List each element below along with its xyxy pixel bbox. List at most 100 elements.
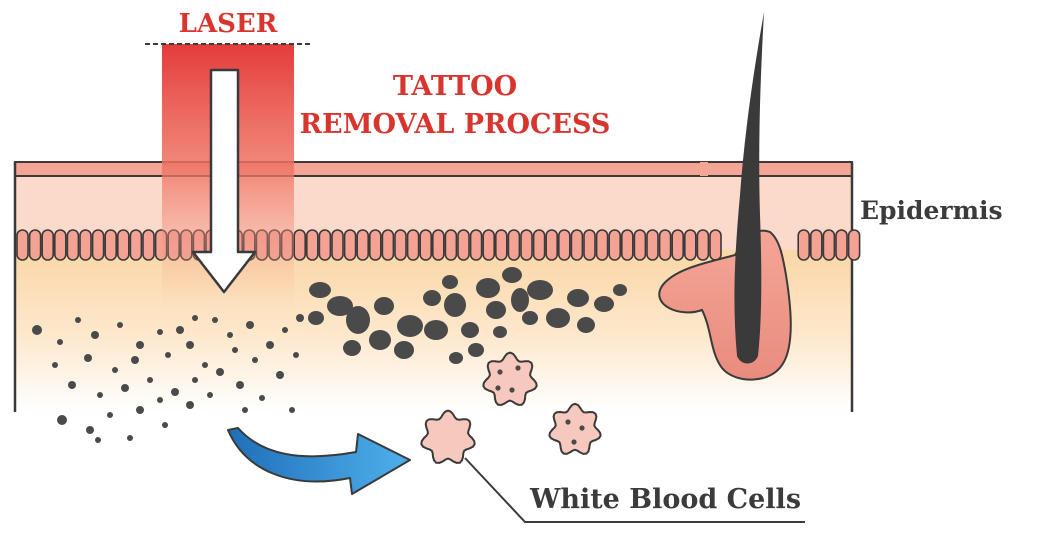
basal-cell bbox=[129, 229, 143, 261]
basal-cell bbox=[658, 229, 672, 261]
ink-particle bbox=[186, 401, 194, 409]
white-blood-cell-icon bbox=[420, 409, 476, 464]
basal-cell bbox=[595, 229, 609, 261]
basal-cell bbox=[809, 229, 823, 261]
ink-particle bbox=[91, 331, 99, 339]
ink-particle bbox=[212, 317, 218, 323]
ink-particle bbox=[202, 362, 208, 368]
ink-particle bbox=[136, 406, 144, 414]
cell-ink-dot bbox=[509, 387, 515, 393]
ink-particle-large bbox=[397, 315, 423, 337]
white-blood-cells bbox=[420, 351, 602, 464]
ink-particle bbox=[266, 341, 274, 349]
ink-particle-large bbox=[369, 330, 391, 350]
ink-particle bbox=[216, 368, 224, 376]
ink-particle-large bbox=[444, 293, 466, 317]
basal-cell bbox=[406, 229, 420, 261]
ink-particle bbox=[171, 388, 179, 396]
ink-particle bbox=[127, 435, 133, 441]
ink-particle-large bbox=[522, 311, 538, 325]
basal-cell bbox=[356, 229, 370, 261]
ink-particle bbox=[117, 322, 123, 328]
cell-ink-dot bbox=[495, 385, 501, 391]
basal-cell bbox=[117, 229, 130, 261]
basal-cell bbox=[583, 229, 596, 261]
basal-cell bbox=[457, 229, 470, 261]
cell-ink-dot bbox=[579, 425, 585, 431]
basal-cell bbox=[41, 229, 55, 261]
basal-cell bbox=[507, 229, 521, 261]
ink-particle bbox=[68, 381, 76, 389]
wbc-label: White Blood Cells bbox=[529, 484, 801, 515]
ink-particle-large bbox=[613, 284, 627, 296]
basal-cell bbox=[709, 229, 722, 261]
ink-particle bbox=[86, 426, 94, 434]
ink-particle-large bbox=[394, 341, 414, 359]
basal-cell bbox=[305, 229, 319, 261]
basal-cell bbox=[16, 229, 29, 261]
basal-cell bbox=[557, 229, 571, 261]
basal-cell bbox=[444, 229, 458, 261]
basal-cell bbox=[91, 229, 105, 261]
basal-cell bbox=[696, 229, 710, 261]
ink-particle bbox=[207, 392, 213, 398]
ink-particle bbox=[157, 329, 163, 335]
basal-cell bbox=[318, 229, 332, 261]
tattoo-ink-particles bbox=[32, 267, 627, 443]
laser-beam bbox=[145, 43, 310, 306]
down-arrow-icon bbox=[191, 68, 257, 294]
curved-arrow-icon bbox=[227, 427, 411, 495]
ink-particle-large bbox=[449, 352, 463, 364]
basal-cell bbox=[797, 229, 811, 261]
basal-cell bbox=[419, 229, 433, 261]
ink-particle bbox=[227, 332, 233, 338]
basal-cell bbox=[671, 229, 685, 261]
ink-particle-large bbox=[468, 343, 484, 357]
ink-particle bbox=[112, 367, 118, 373]
ink-particle bbox=[246, 321, 254, 329]
ink-particle bbox=[162, 422, 168, 428]
ink-particle-large bbox=[476, 278, 500, 298]
ink-particle-large bbox=[461, 322, 479, 338]
basal-cell bbox=[381, 229, 395, 261]
basal-cell bbox=[608, 229, 622, 261]
ink-particle bbox=[52, 362, 58, 368]
ink-particle bbox=[95, 437, 101, 443]
ink-particle-large bbox=[594, 296, 614, 312]
ink-particle bbox=[232, 347, 238, 353]
ink-particle bbox=[32, 325, 42, 335]
basal-cell bbox=[847, 229, 861, 261]
basal-cell bbox=[142, 229, 155, 261]
basal-cell bbox=[822, 229, 836, 261]
ink-particle bbox=[136, 341, 144, 349]
basal-cell bbox=[469, 229, 483, 261]
ink-particle bbox=[176, 326, 184, 334]
basal-cell bbox=[545, 229, 559, 261]
cell-ink-dot bbox=[565, 419, 571, 425]
title-line-2: REMOVAL PROCESS bbox=[300, 109, 611, 140]
ink-particle bbox=[186, 341, 194, 349]
basal-cell bbox=[494, 229, 508, 261]
basal-cell bbox=[331, 229, 344, 261]
ink-particle-large bbox=[511, 288, 529, 312]
ink-particle-large bbox=[502, 267, 522, 283]
ink-particle bbox=[165, 352, 171, 358]
ink-particle bbox=[192, 315, 198, 321]
ink-particle bbox=[75, 317, 81, 323]
ink-particle bbox=[121, 384, 129, 392]
ink-particle bbox=[157, 397, 163, 403]
ink-particle bbox=[107, 412, 113, 418]
ink-particle bbox=[242, 407, 248, 413]
ink-particle bbox=[236, 381, 244, 389]
ink-particle bbox=[97, 392, 103, 398]
ink-particle bbox=[293, 352, 299, 358]
basal-cell bbox=[28, 229, 42, 261]
ink-particle bbox=[84, 354, 92, 362]
ink-particle-large bbox=[424, 320, 448, 340]
basal-cell bbox=[620, 229, 634, 261]
ink-particle bbox=[276, 371, 284, 379]
ink-particle bbox=[289, 407, 295, 413]
basal-cell bbox=[835, 229, 848, 261]
ink-particle bbox=[57, 415, 67, 425]
cell-ink-dot bbox=[497, 369, 503, 375]
